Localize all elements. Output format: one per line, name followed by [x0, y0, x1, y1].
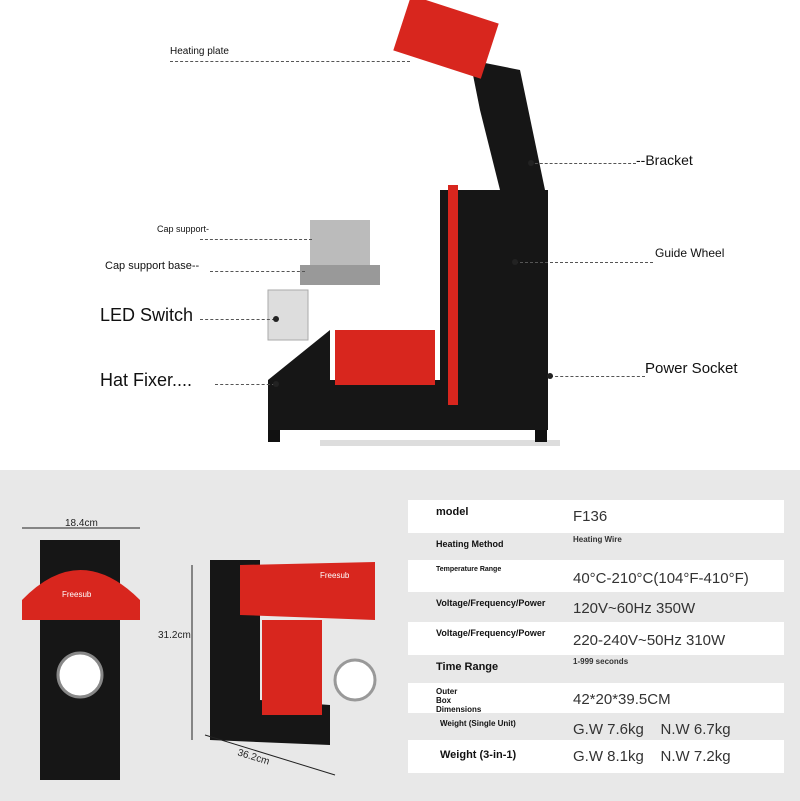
spec-value: G.W 7.6kg N.W 6.7kg [573, 721, 731, 738]
spec-key: Voltage/Frequency/Power [436, 628, 546, 638]
heat-press-machine-image [267, 0, 560, 446]
spec-row: Time Range 1-999 seconds [408, 655, 784, 683]
callout-heating-plate: Heating plate [170, 46, 229, 57]
callout-bracket: --Bracket [636, 152, 693, 168]
brand-logo-text: Freesub [62, 590, 92, 599]
spec-value: 120V~60Hz 350W [573, 600, 696, 617]
spec-key: Weight (3-in-1) [440, 749, 517, 761]
spec-key: Heating Method [436, 539, 504, 549]
spec-row: Voltage/Frequency/Power 120V~60Hz 350W [408, 592, 784, 622]
spec-value: 1-999 seconds [573, 657, 629, 666]
callout-guide-wheel: Guide Wheel [655, 246, 725, 260]
spec-row: Temperature Range 40°C-210°C(104°F-410°F) [408, 560, 784, 592]
callout-hat-fixer: Hat Fixer.... [100, 370, 193, 390]
spec-value: F136 [573, 508, 608, 525]
spec-value: 42*20*39.5CM [573, 691, 671, 708]
callout-led-switch: LED Switch [100, 305, 194, 325]
spec-value: 220-240V~50Hz 310W [573, 632, 726, 649]
spec-row: Outer Box Dimensions 42*20*39.5CM [408, 683, 784, 714]
callout-power-socket: Power Socket [645, 360, 738, 377]
brand-logo-text-side: Freesub [320, 571, 350, 580]
spec-key: Voltage/Frequency/Power [436, 598, 546, 608]
spec-row: Heating Method Heating Wire [408, 533, 784, 560]
spec-value: G.W 8.1kg N.W 7.2kg [573, 748, 731, 765]
spec-value: 40°C-210°C(104°F-410°F) [573, 570, 749, 587]
spec-row: model F136 [408, 500, 784, 533]
spec-key: model [436, 506, 469, 518]
spec-key: Temperature Range [436, 566, 502, 573]
spec-value: Heating Wire [573, 535, 622, 544]
spec-key: Time Range [436, 661, 499, 673]
dimension-views-image [22, 527, 377, 780]
spec-key: Weight (Single Unit) [440, 719, 516, 728]
callout-cap-support: Cap support- [157, 224, 210, 234]
spec-row: Weight (Single Unit) G.W 7.6kg N.W 6.7kg [408, 713, 784, 740]
spec-row: Voltage/Frequency/Power 220-240V~50Hz 310… [408, 622, 784, 655]
spec-row: Weight (3-in-1) G.W 8.1kg N.W 7.2kg [408, 740, 784, 773]
callout-cap-support-base: Cap support base-- [105, 260, 200, 272]
spec-key: Outer Box Dimensions [436, 687, 482, 714]
dimension-height: 31.2cm [158, 630, 191, 641]
dimension-width: 18.4cm [65, 518, 98, 529]
